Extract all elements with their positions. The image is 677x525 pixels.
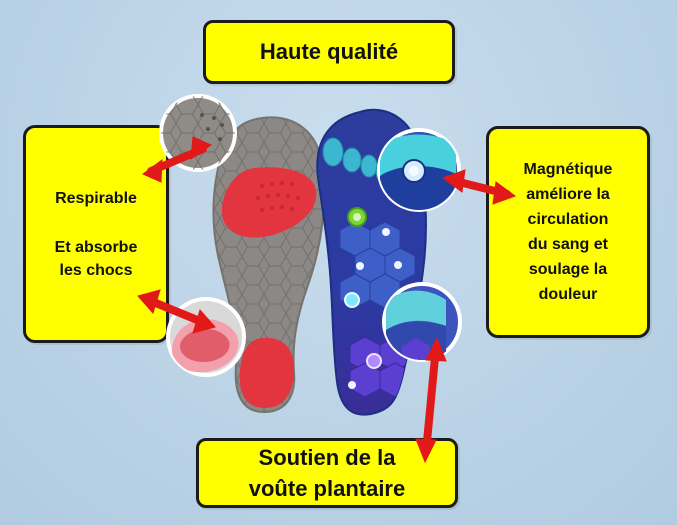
arch-support-line-2: voûte plantaire xyxy=(248,476,406,501)
zoom-breathable-top xyxy=(159,94,237,172)
gray-insole xyxy=(212,116,325,414)
zoom-magnetic xyxy=(377,128,461,212)
title-box: Haute qualité xyxy=(203,20,455,84)
magnetic-line-2: améliore la xyxy=(526,186,610,203)
breathable-line-1: Respirable xyxy=(55,189,137,207)
magnetic-line-1: Magnétique xyxy=(523,161,613,178)
breathable-box: Respirable Et absorbe les chocs xyxy=(23,125,169,343)
zoom-arch-support xyxy=(382,282,462,362)
magnetic-line-3: circulation xyxy=(527,211,609,228)
magnetic-line-5: soulage la xyxy=(528,261,608,278)
arch-support-box: Soutien de la voûte plantaire xyxy=(196,438,458,508)
title-text: Haute qualité xyxy=(259,39,399,64)
breathable-line-3: les chocs xyxy=(59,261,133,279)
magnetic-line-4: du sang et xyxy=(527,236,608,253)
zoom-breathable-bottom xyxy=(166,297,246,377)
magnetic-line-6: douleur xyxy=(538,286,598,303)
breathable-line-2: Et absorbe xyxy=(54,238,138,256)
magnetic-box: Magnétique améliore la circulation du sa… xyxy=(486,126,650,338)
arch-support-line-1: Soutien de la xyxy=(258,445,396,470)
blue-insole xyxy=(316,108,428,416)
